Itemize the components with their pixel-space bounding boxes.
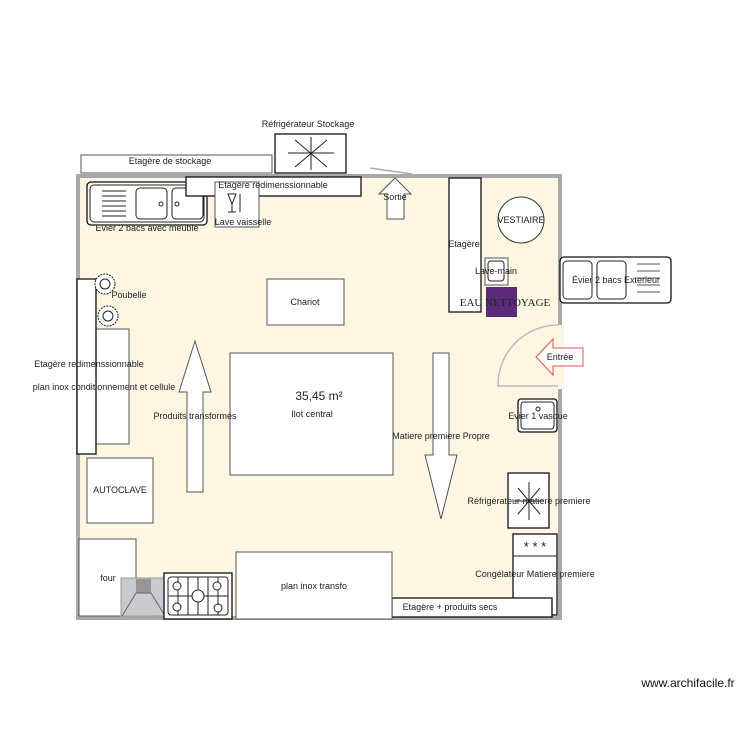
watermark: www.archifacile.fr [640,676,734,690]
label: Sortie [383,192,407,202]
snowflake-icon [288,137,334,170]
etagere-redim-top-label: Etagère redimenssionnable [218,180,328,190]
produits-transformes-arrow[interactable]: Produits transformés [153,339,237,493]
etagere-right[interactable]: Etagère [448,177,482,313]
burner-icons [168,577,228,615]
evier-exterieur[interactable]: Évier 2 bacs Exterieur [559,256,672,304]
area-label: 35,45 m² [295,389,342,403]
label: Etagère + produits secs [403,602,498,612]
label: AUTOCLAVE [93,485,147,495]
label: Lave vaisselle [215,217,272,227]
label: Evier 2 bacs avec meuble [95,223,198,233]
label: Etagère de stockage [129,156,212,166]
label: Matiere premiere Propre [392,431,490,441]
label: Etagère [448,239,480,249]
door-swing[interactable] [497,324,559,387]
poubelle[interactable]: Poubelle [94,273,147,327]
etagere-produits-secs[interactable]: Etagère + produits secs [391,597,553,618]
evier-2-bacs[interactable]: Evier 2 bacs avec meuble [86,181,208,233]
label: Evier 1 vasque [508,411,568,421]
autoclave[interactable]: AUTOCLAVE [86,457,154,524]
label: Entrée [547,352,574,362]
evier-1-vasque[interactable]: Evier 1 vasque [508,398,568,433]
label: plan inox transfo [281,581,347,591]
refrigerateur-stockage[interactable]: Réfrigérateur Stockage [262,119,355,174]
label: Chariot [290,297,320,307]
label: Évier 2 bacs Exterieur [572,275,660,285]
label: Congélateur Matiere premiere [475,569,595,579]
label: four [100,573,116,583]
label: Produits transformés [153,411,237,421]
cooktop[interactable] [163,572,233,620]
plan-inox-cond-label: plan inox conditionnement et cellule [33,382,176,392]
chariot[interactable]: Chariot [266,278,345,326]
label: Lave-main [475,266,517,276]
label: Poubelle [111,290,146,300]
etagere-redim-left-label: Etagère redimenssionnable [34,359,144,369]
plan-inox-transfo[interactable]: plan inox transfo [235,551,393,620]
ilot-central[interactable]: 35,45 m² Ilot central [229,352,394,476]
label: Ilot central [291,409,333,419]
eau-nettoyage[interactable]: EAU NETTOYAGE [460,287,551,317]
hotte[interactable] [120,577,166,617]
top-label-layer: Etagère redimenssionnable Etagère redime… [33,180,328,392]
label: EAU NETTOYAGE [460,297,551,309]
matiere-premiere-arrow[interactable]: Matiere premiere Propre [392,352,490,520]
etagere-redim-left[interactable] [76,278,97,455]
freezer-stars-icon: * * * [524,539,546,554]
plan-inox-conditionnement[interactable] [95,328,130,445]
snowflake-icon [514,482,543,520]
drainer-icon [637,263,660,293]
label: VESTIAIRE [497,215,544,225]
label: Réfrigérateur matiere premiere [467,496,590,506]
exit-door [369,167,413,175]
drainer-icon [102,190,126,217]
refrigerateur-mp[interactable]: Réfrigérateur matiere premiere [467,472,591,529]
lave-main[interactable]: Lave-main [475,257,517,286]
vestiaire[interactable]: VESTIAIRE [497,196,545,244]
entree-arrow[interactable]: Entrée [535,337,584,377]
label: Réfrigérateur Stockage [262,119,355,129]
lave-vaisselle[interactable]: Lave vaisselle [214,181,272,228]
etagere-stockage[interactable]: Etagère de stockage [80,154,273,174]
glass-fork-icon [227,193,241,213]
sortie-arrow[interactable]: Sortie [377,177,413,220]
